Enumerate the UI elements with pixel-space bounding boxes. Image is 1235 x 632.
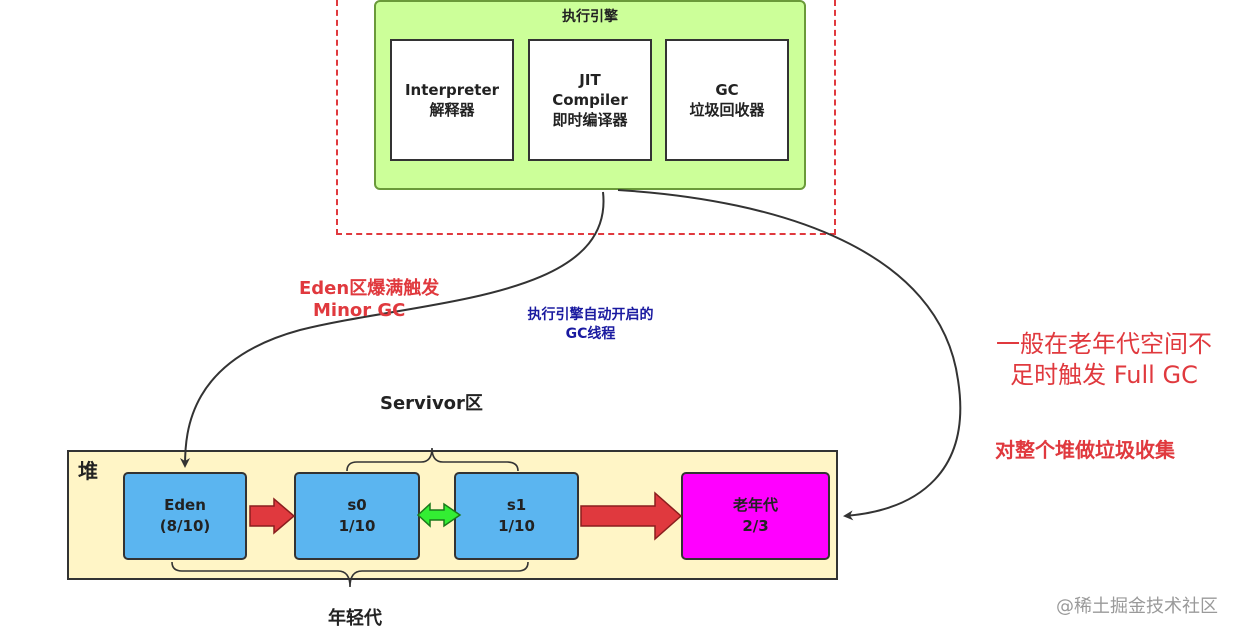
young-gen-label: 年轻代 [328, 608, 382, 629]
full-gc-curve [617, 189, 962, 521]
minor-gc-label-line2: Minor GC [313, 300, 406, 321]
gc-thread-label-line2: GC线程 [565, 326, 616, 342]
old-gen-ratio: 2/3 [742, 517, 769, 535]
old-gen-name: 老年代 [732, 496, 778, 514]
s0-ratio: 1/10 [338, 517, 376, 535]
jit-compiler-box: JIT Compiler 即时编译器 [528, 39, 652, 161]
gc-label-en: GC [715, 81, 739, 99]
eden-ratio: (8/10) [159, 517, 211, 535]
jvm-dashed-frame [336, 0, 836, 235]
interpreter-box: Interpreter 解释器 [390, 39, 514, 161]
full-gc-note-line1: 一般在老年代空间不 [996, 330, 1212, 358]
eden-box: Eden (8/10) [123, 472, 247, 560]
gc-label-cn: 垃圾回收器 [689, 101, 765, 119]
s0-s1-arrow [416, 502, 462, 528]
jit-label-1: JIT [579, 71, 601, 89]
servivor-brace [346, 447, 519, 472]
interpreter-label-en: Interpreter [404, 81, 500, 99]
gc-box: GC 垃圾回收器 [665, 39, 789, 161]
watermark: @稀土掘金技术社区 [1056, 596, 1218, 617]
jit-label-cn: 即时编译器 [552, 111, 628, 129]
servivor-label: Servivor区 [380, 393, 483, 414]
minor-gc-label: Eden区爆满触发 Minor GC [299, 278, 439, 322]
s0-box: s0 1/10 [294, 472, 420, 560]
s0-name: s0 [347, 496, 367, 514]
heap-label: 堆 [78, 459, 98, 483]
full-gc-note: 一般在老年代空间不 足时触发 Full GC [984, 329, 1224, 391]
s1-to-old-arrow [580, 491, 683, 541]
s1-name: s1 [506, 496, 527, 514]
full-gc-note-line2: 足时触发 Full GC [1010, 361, 1198, 389]
whole-heap-label: 对整个堆做垃圾收集 [995, 438, 1175, 462]
young-gen-brace [171, 561, 529, 588]
gc-thread-label: 执行引擎自动开启的 GC线程 [508, 306, 673, 344]
interpreter-label-cn: 解释器 [429, 101, 475, 119]
execution-engine-title: 执行引擎 [562, 9, 618, 25]
s1-ratio: 1/10 [498, 517, 535, 535]
minor-gc-curve [180, 191, 605, 468]
gc-thread-label-line1: 执行引擎自动开启的 [527, 307, 654, 323]
eden-to-s0-arrow [249, 497, 296, 535]
jit-label-2: Compiler [552, 91, 628, 109]
eden-name: Eden [164, 496, 206, 514]
minor-gc-label-line1: Eden区爆满触发 [299, 278, 440, 299]
s1-box: s1 1/10 [454, 472, 579, 560]
